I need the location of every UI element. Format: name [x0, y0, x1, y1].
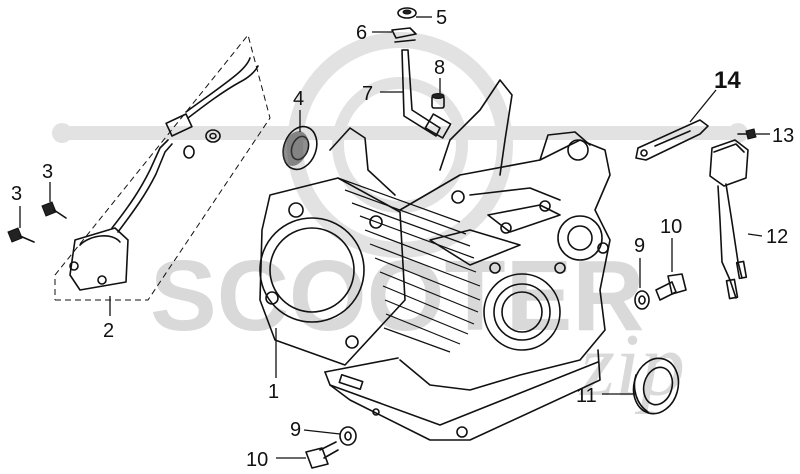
callout-7: 7: [362, 83, 373, 105]
part-10-bolt-right: [655, 273, 687, 301]
callout-9-right: 9: [634, 235, 645, 257]
callout-6: 6: [356, 22, 367, 44]
part-11-oil-seal: [632, 357, 680, 415]
part-6-clip: [391, 27, 417, 43]
part-2-assembly: [54, 33, 271, 301]
callout-5: 5: [436, 7, 447, 29]
callout-3a: 3: [11, 183, 22, 205]
part-14-bracket: [635, 119, 709, 161]
leader-lines: [19, 16, 770, 459]
watermark: SCOOTER zip: [52, 32, 748, 415]
part-1-crankcase: [259, 79, 611, 441]
part-3-bolt-b: [41, 201, 67, 219]
callout-1: 1: [268, 381, 279, 403]
part-5-cap: [397, 7, 417, 19]
callout-10-bottom: 10: [246, 449, 268, 471]
callout-12: 12: [766, 226, 788, 248]
part-9-washer-right: [634, 290, 650, 310]
part-9-washer-bottom: [339, 426, 357, 446]
callout-9-bottom: 9: [290, 419, 301, 441]
callout-13: 13: [772, 125, 794, 147]
part-7-lever: [401, 49, 452, 139]
part-4-oil-seal: [282, 125, 318, 171]
callout-8: 8: [434, 57, 445, 79]
callout-11: 11: [576, 385, 597, 407]
watermark-brand: SCOOTER: [150, 240, 644, 352]
callout-14: 14: [714, 67, 741, 94]
part-13-bolt: [737, 128, 757, 140]
callout-2: 2: [103, 320, 114, 342]
callout-4: 4: [293, 88, 304, 110]
part-12-sensor: [709, 139, 749, 300]
callout-3b: 3: [42, 161, 53, 183]
callout-10-right: 10: [660, 216, 682, 238]
part-3-bolt-a: [7, 227, 35, 243]
part-8-plug: [431, 93, 445, 109]
part-10-bolt-bottom: [305, 441, 339, 469]
callout-labels: 1 2 3 3 4 5 6 7 8 9 9 10 10 11 12 13 14: [11, 7, 794, 471]
